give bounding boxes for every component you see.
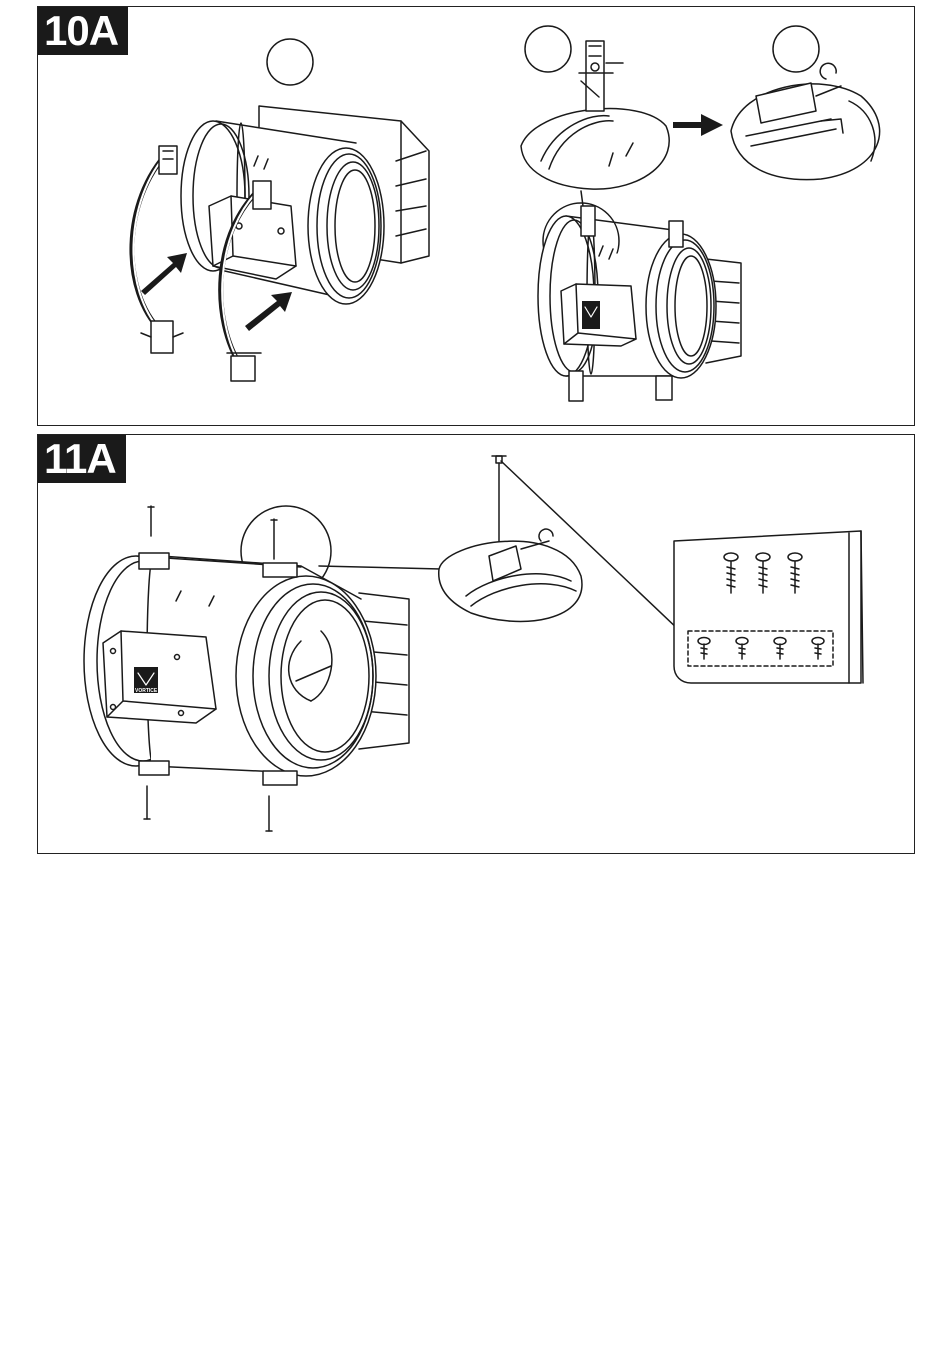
duct-fan-assembled-large: VORTICE xyxy=(84,553,409,785)
screw-icon xyxy=(148,506,154,536)
figure-11a: 11A xyxy=(37,434,915,854)
duct-fan-exploded xyxy=(181,106,429,304)
arrow-icon xyxy=(673,114,723,136)
figure-10a-drawing xyxy=(38,7,914,425)
step-circle-3 xyxy=(773,26,819,72)
screw-inventory-box xyxy=(674,531,863,683)
figure-10a: 10A xyxy=(37,6,915,426)
detail-zoom-lock xyxy=(731,63,880,179)
screw-icon xyxy=(266,796,272,831)
clamp-icon xyxy=(132,146,183,353)
step-circle-2 xyxy=(525,26,571,72)
step-circle-1 xyxy=(267,39,313,85)
screw-icon xyxy=(271,519,277,559)
arrow-icon xyxy=(141,253,187,295)
brand-logo-text: VORTICE xyxy=(135,688,158,694)
screw-icon xyxy=(144,786,150,819)
arrow-icon xyxy=(245,292,292,331)
screw-icon xyxy=(492,456,506,549)
detail-zoom-clamp xyxy=(521,41,669,189)
duct-fan-assembled xyxy=(538,191,741,401)
detail-zoom-screw xyxy=(439,529,582,621)
figure-11a-drawing: VORTICE xyxy=(38,435,914,853)
